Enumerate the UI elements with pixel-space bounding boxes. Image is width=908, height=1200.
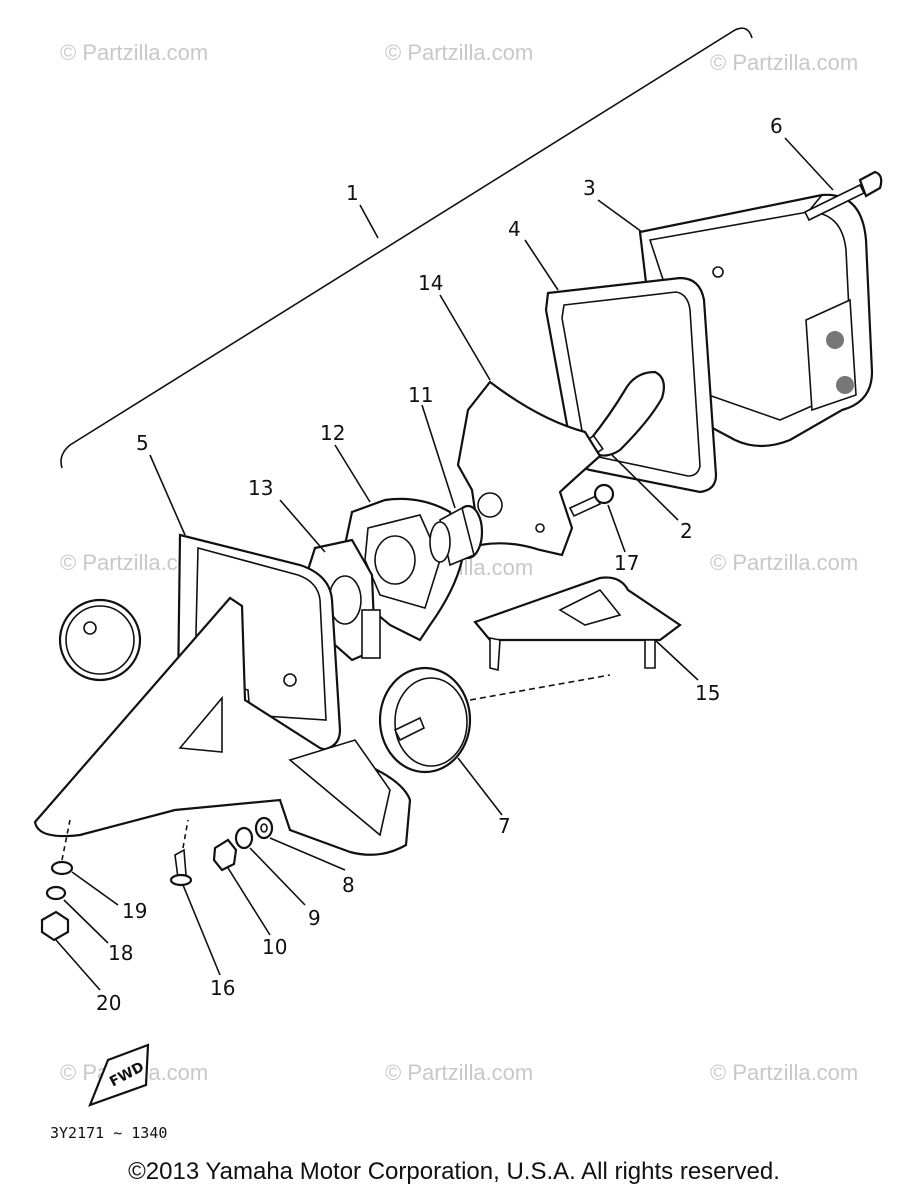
leader-line-10 [227, 867, 271, 936]
callout-16: 16 [210, 976, 235, 1000]
leader-line-19 [71, 871, 119, 906]
part-bolt-16 [169, 848, 193, 887]
leader-line-9 [249, 847, 306, 906]
callout-18: 18 [108, 941, 133, 965]
callout-2: 2 [680, 519, 693, 543]
callout-8: 8 [342, 873, 355, 897]
leader-line-11 [421, 404, 456, 509]
watermark: © Partzilla.com [710, 550, 858, 575]
leader-line-20 [55, 939, 101, 991]
callouts: 1 2 3 4 5 6 7 8 9 10 11 12 13 14 15 16 1… [96, 114, 783, 1015]
drawing-code: 3Y2171 ~ 1340 [50, 1124, 167, 1142]
leader-line-2 [611, 454, 679, 521]
part-nut-10 [212, 838, 238, 872]
watermark: © Partzilla.com [710, 1060, 858, 1085]
assembly-dash-line [61, 819, 71, 861]
part-stay [473, 576, 682, 672]
callout-12: 12 [320, 421, 345, 445]
leader-line-7 [457, 757, 503, 816]
part-socket [429, 504, 484, 567]
watermark: © Partzilla.com [710, 50, 858, 75]
part-screw-6 [803, 170, 883, 222]
leader-line-18 [63, 899, 109, 944]
callout-5: 5 [136, 431, 149, 455]
part-reflector [456, 380, 602, 557]
leader-line-5 [149, 454, 186, 536]
leader-line-16 [182, 884, 221, 976]
callout-19: 19 [122, 899, 147, 923]
assembly-bracket [60, 27, 753, 469]
leader-line-3 [597, 199, 643, 233]
part-washer-8 [254, 816, 274, 840]
assembly-dash-line [469, 674, 611, 701]
copyright-notice: ©2013 Yamaha Motor Corporation, U.S.A. A… [128, 1158, 780, 1185]
callout-1: 1 [346, 181, 359, 205]
callout-3: 3 [583, 176, 596, 200]
part-lock-washer-9 [234, 826, 254, 850]
leader-line-6 [784, 137, 834, 191]
leader-line-13 [279, 499, 326, 553]
leader-line-14 [439, 294, 491, 381]
callout-7: 7 [498, 814, 511, 838]
leader-line-12 [334, 444, 371, 503]
leader-line-17 [607, 504, 626, 553]
callout-11: 11 [408, 383, 433, 407]
part-bracket [33, 533, 412, 856]
assembly-dash-line [182, 819, 189, 849]
callout-10: 10 [262, 935, 287, 959]
part-screw-17 [568, 483, 615, 518]
callout-17: 17 [614, 551, 639, 575]
watermark: © Partzilla.com [60, 40, 208, 65]
callout-20: 20 [96, 991, 121, 1015]
leader-line-15 [654, 639, 699, 681]
leader-line-1 [359, 204, 379, 239]
callout-4: 4 [508, 217, 521, 241]
fwd-arrow-icon: FWD [88, 1043, 150, 1107]
callout-15: 15 [695, 681, 720, 705]
callout-6: 6 [770, 114, 783, 138]
watermark: © Partzilla.com [385, 1060, 533, 1085]
leader-line-8 [269, 837, 346, 871]
part-lock-washer-18 [45, 885, 67, 901]
callout-13: 13 [248, 476, 273, 500]
callout-9: 9 [308, 906, 321, 930]
leader-line-4 [524, 239, 559, 291]
callout-14: 14 [418, 271, 443, 295]
watermark: © Partzilla.com [385, 40, 533, 65]
part-reflector-disc [378, 666, 472, 774]
part-washer-19 [50, 860, 74, 876]
part-nut-20 [40, 910, 70, 942]
